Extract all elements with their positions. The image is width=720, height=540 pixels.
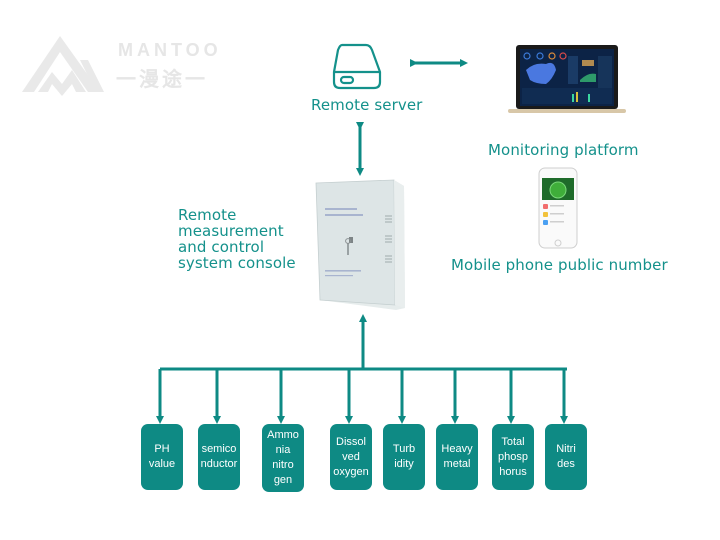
- sensor-turbidity: Turb idity: [383, 424, 425, 490]
- watermark-brand-cn: 一漫途一: [116, 67, 208, 91]
- sensor-heavy-metal: Heavy metal: [436, 424, 478, 490]
- server-drive-icon: [332, 43, 382, 90]
- sensor-ammonia-nitrogen: Ammo nia nitro gen: [262, 424, 304, 492]
- console-label-line: Remote: [178, 206, 237, 224]
- laptop-dashboard-icon: [508, 45, 626, 113]
- sensor-drop-arrows: [156, 369, 568, 424]
- control-cabinet-icon: [315, 179, 405, 310]
- sensor-dissolved-oxygen: Dissol ved oxygen: [330, 424, 372, 490]
- server-label: Remote server: [311, 96, 423, 114]
- smartphone-app-icon: [538, 167, 578, 249]
- watermark-brand-en: MANTOO: [118, 40, 222, 60]
- sensor-total-phosphorus: Total phosp horus: [492, 424, 534, 490]
- sensor-nitrides: Nitri des: [545, 424, 587, 490]
- console-label-line: measurement: [178, 222, 284, 240]
- sensor-ph-value: PH value: [141, 424, 183, 490]
- console-label-line: and control: [178, 238, 265, 256]
- console-label: Remote measurement and control system co…: [178, 207, 296, 271]
- console-label-line: system console: [178, 254, 296, 272]
- monitoring-platform-label: Monitoring platform: [488, 141, 639, 159]
- sensor-semiconductor: semico nductor: [198, 424, 240, 490]
- mobile-phone-label: Mobile phone public number: [451, 256, 668, 274]
